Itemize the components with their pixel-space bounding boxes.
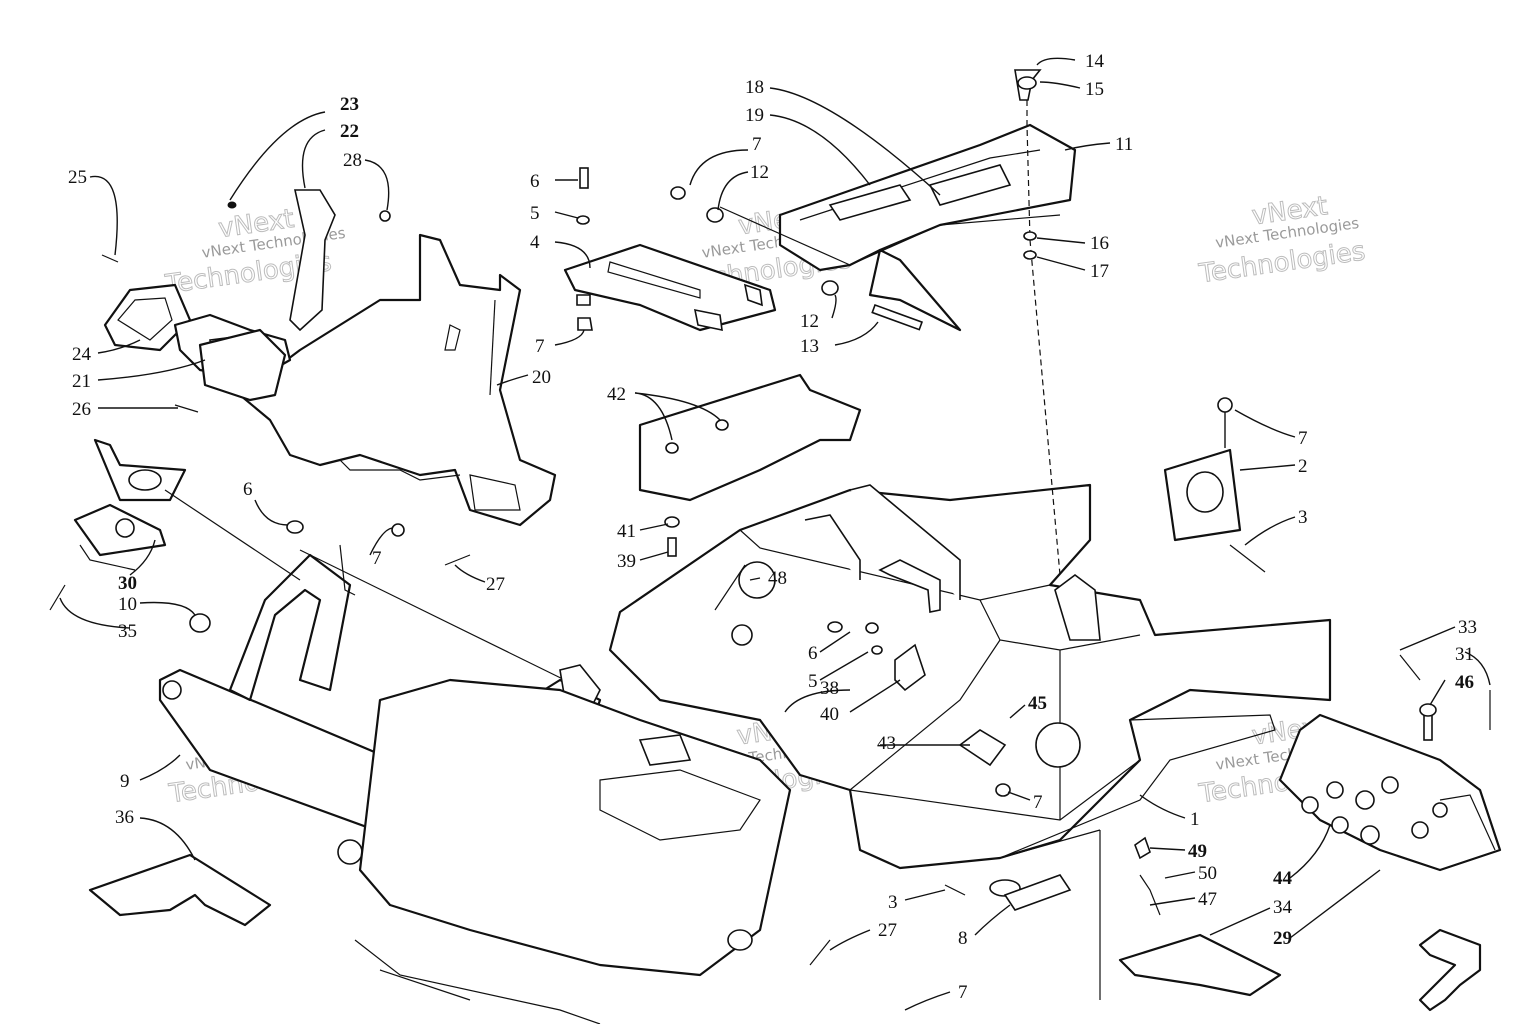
watermark: vNext vNext Technologies Technologies — [1196, 191, 1368, 290]
mount-bracket — [1163, 397, 1266, 573]
callout-2: 2 — [1298, 456, 1308, 477]
callout-12: 12 — [800, 311, 819, 332]
callout-29: 29 — [1273, 928, 1292, 949]
callout-1: 1 — [1190, 809, 1200, 830]
callout-20: 20 — [532, 367, 551, 388]
callout-8: 8 — [958, 928, 968, 949]
callout-27: 27 — [486, 574, 505, 595]
console-hood — [670, 69, 1077, 576]
callout-7: 7 — [535, 336, 545, 357]
callout-40: 40 — [820, 704, 839, 725]
callout-11: 11 — [1115, 134, 1133, 155]
callout-28: 28 — [343, 150, 362, 171]
callout-23: 23 — [340, 94, 359, 115]
callout-22: 22 — [340, 121, 359, 142]
callout-26: 26 — [72, 399, 91, 420]
leader-lines — [59, 57, 1491, 1011]
callout-10: 10 — [118, 594, 137, 615]
callout-7: 7 — [1298, 428, 1308, 449]
callout-25: 25 — [68, 167, 87, 188]
callout-3: 3 — [888, 892, 898, 913]
callout-36: 36 — [115, 807, 134, 828]
callout-19: 19 — [745, 105, 764, 126]
callout-30: 30 — [118, 573, 137, 594]
callout-5: 5 — [808, 671, 818, 692]
footrest-panel — [1278, 703, 1502, 872]
callout-46: 46 — [1455, 672, 1474, 693]
callout-18: 18 — [745, 77, 764, 98]
callout-24: 24 — [72, 344, 92, 365]
callout-6: 6 — [530, 171, 540, 192]
callout-38: 38 — [820, 678, 839, 699]
callout-49: 49 — [1188, 841, 1207, 862]
shift-boot — [103, 283, 292, 402]
running-board — [1118, 933, 1282, 997]
callout-33: 33 — [1458, 617, 1477, 638]
callout-31: 31 — [1455, 644, 1474, 665]
callout-3: 3 — [1298, 507, 1308, 528]
bracket-plate — [563, 167, 777, 332]
callout-44: 44 — [1273, 868, 1293, 889]
tow-handle — [1418, 928, 1482, 1012]
callout-35: 35 — [118, 621, 137, 642]
callout-21: 21 — [72, 371, 91, 392]
callout-15: 15 — [1085, 79, 1104, 100]
callout-6: 6 — [243, 479, 253, 500]
callout-45: 45 — [1028, 693, 1047, 714]
callout-50: 50 — [1198, 863, 1217, 884]
strap — [227, 189, 391, 332]
callout-6: 6 — [808, 643, 818, 664]
callout-48: 48 — [768, 568, 787, 589]
callout-47: 47 — [1198, 889, 1217, 910]
callout-41: 41 — [617, 521, 636, 542]
chassis-frame — [608, 483, 1332, 870]
skid-plate — [88, 853, 272, 927]
parts-artwork — [49, 69, 1502, 1024]
callout-27: 27 — [878, 920, 897, 941]
callout-42: 42 — [607, 384, 626, 405]
cover-panel — [638, 373, 862, 557]
callout-14: 14 — [1085, 51, 1105, 72]
callout-17: 17 — [1090, 261, 1109, 282]
callout-16: 16 — [1090, 233, 1109, 254]
hardware-small — [49, 254, 1491, 1000]
callout-34: 34 — [1273, 897, 1293, 918]
callout-9: 9 — [120, 771, 130, 792]
callout-7: 7 — [752, 134, 762, 155]
mount-plate — [73, 438, 301, 633]
callout-43: 43 — [877, 733, 896, 754]
callout-12: 12 — [750, 162, 769, 183]
callout-7: 7 — [1033, 792, 1043, 813]
callout-5: 5 — [530, 203, 540, 224]
callout-labels: 14 15 18 19 11 7 12 6 5 4 7 12 13 16 17 … — [68, 51, 1477, 1003]
callout-39: 39 — [617, 551, 636, 572]
callout-4: 4 — [530, 232, 540, 253]
belly-pan — [354, 678, 792, 1024]
callout-7: 7 — [958, 982, 968, 1003]
callout-7: 7 — [372, 548, 382, 569]
callout-13: 13 — [800, 336, 819, 357]
